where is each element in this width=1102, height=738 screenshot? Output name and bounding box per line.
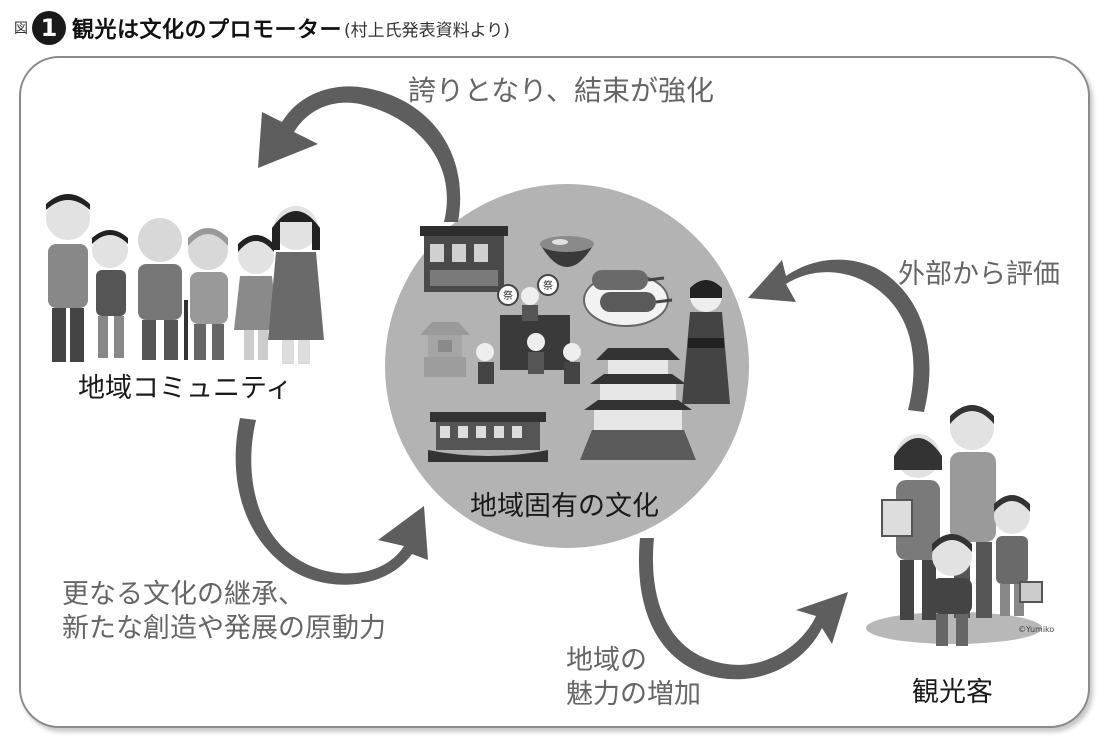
grandfather-figure [138, 218, 188, 360]
attraction-line-1: 地域の [566, 645, 647, 676]
grandmother-figure [188, 228, 228, 360]
figure-label: 図 [14, 21, 28, 37]
figure-number-badge: 1 [32, 11, 66, 45]
food-plate-icon [583, 270, 673, 327]
figure-title: 観光は文化のプロモーター [72, 18, 343, 43]
tourist-mother-figure [881, 434, 942, 620]
attraction-flow-label: 地域の 魅力の増加 [566, 644, 701, 712]
riverside-building-icon [428, 412, 548, 462]
tourist-boy-figure [932, 534, 972, 646]
festival-fan-text: 祭 [543, 280, 553, 292]
mother-figure [268, 206, 324, 364]
castle-icon [580, 348, 696, 460]
succession-flow-label: 更なる文化の継承、 新たな創造や発展の原動力 [62, 578, 386, 646]
girl-figure [234, 235, 278, 360]
attraction-line-2: 魅力の増加 [566, 679, 701, 710]
festival-group-icon: 祭 祭 [476, 274, 581, 384]
arrow-attraction [638, 538, 848, 680]
stone-lantern-icon [420, 322, 470, 377]
pride-flow-label: 誇りとなり、結束が強化 [408, 74, 715, 107]
soup-bowl-icon [540, 236, 594, 267]
succession-line-2: 新たな創造や発展の原動力 [62, 613, 386, 644]
illustration-copyright: ©Yumiko [1018, 625, 1054, 634]
culture-label: 地域固有の文化 [470, 491, 659, 522]
figure-source: (村上氏発表資料より) [344, 20, 510, 41]
townhouse-icon [420, 226, 508, 292]
arrow-pride [258, 86, 461, 222]
figure-header: 図 1 観光は文化のプロモーター (村上氏発表資料より) [14, 8, 510, 48]
festival-fan-text: 祭 [503, 290, 513, 302]
kimono-woman-icon [682, 280, 730, 404]
arrow-evaluation [748, 259, 930, 412]
cycle-arrows [235, 86, 930, 680]
arrow-succession [235, 418, 428, 585]
tourist-girl-figure [994, 495, 1043, 616]
succession-line-1: 更なる文化の継承、 [62, 579, 305, 610]
tourists-illustration: ©Yumiko [866, 405, 1054, 646]
community-family-illustration [46, 194, 324, 364]
boy-figure [92, 230, 128, 358]
tourists-label: 観光客 [912, 677, 993, 708]
father-figure [46, 194, 90, 362]
community-label: 地域コミュニティ [78, 373, 293, 404]
culture-illustrations: 祭 祭 [420, 226, 730, 462]
evaluation-flow-label: 外部から評価 [898, 259, 1060, 290]
